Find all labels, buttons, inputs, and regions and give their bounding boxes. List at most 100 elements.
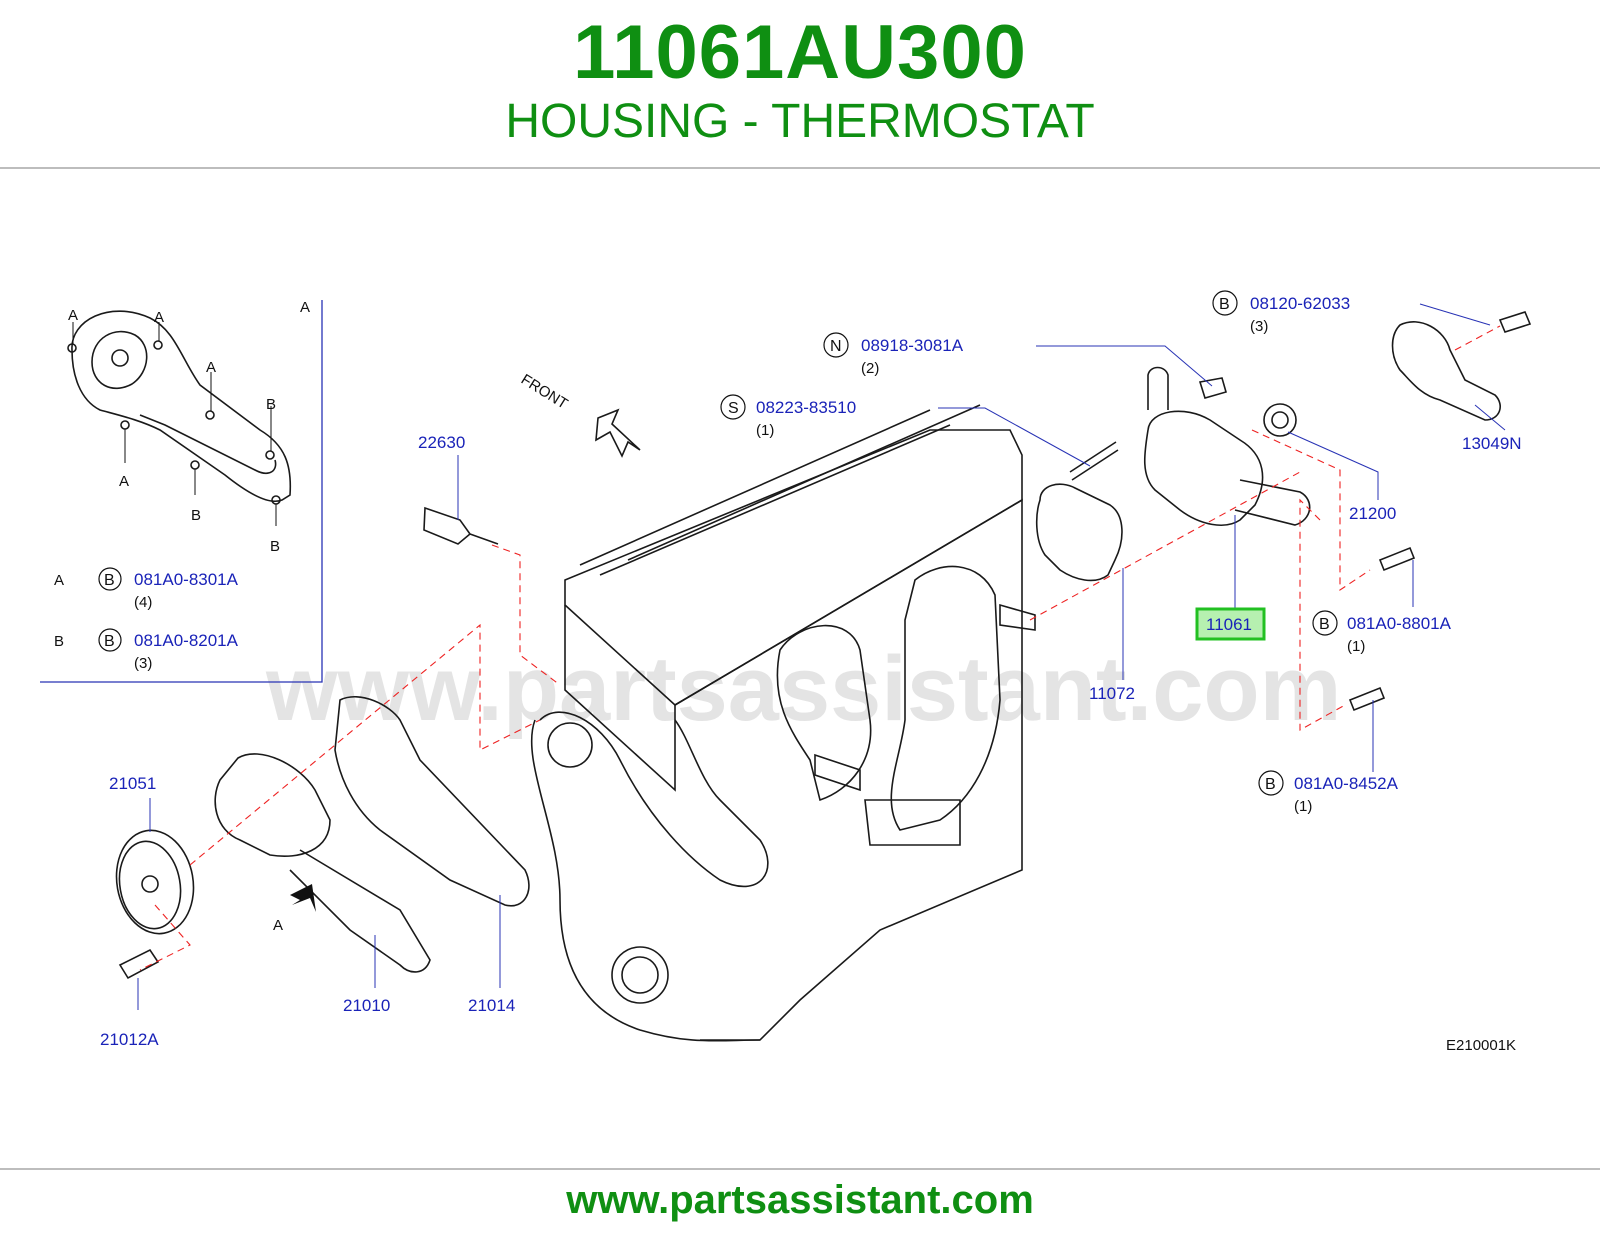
housing-stub-pipe xyxy=(999,603,1036,631)
callout-21012A[interactable]: 21012A xyxy=(100,1030,159,1049)
bolt-081A0-8452A xyxy=(1348,686,1386,712)
inset-point-label: B xyxy=(191,507,201,524)
pump-pulley-face xyxy=(118,840,182,930)
timing-cover-rim xyxy=(539,711,769,888)
pump-pulley-outer xyxy=(115,829,195,935)
inset-pump-hub xyxy=(91,330,148,389)
engine-block xyxy=(530,404,1036,1042)
pump-gasket xyxy=(334,695,530,907)
callout-08918[interactable]: N 08918-3081A (2) xyxy=(823,332,964,377)
crank-seal-outer xyxy=(611,946,669,1004)
callout-leader-lines xyxy=(137,303,1506,1010)
legend-part-number[interactable]: 081A0-8301A xyxy=(134,570,239,589)
bolt-081A0-8801A xyxy=(1378,546,1416,572)
front-label: FRONT xyxy=(518,371,571,413)
legend-symbol: B xyxy=(104,633,115,650)
callout-symbol-circle xyxy=(823,332,849,358)
callout-qty: (1) xyxy=(756,422,774,439)
inset-point-label: A xyxy=(68,307,78,324)
highlighted-part-label[interactable]: 11061 xyxy=(1206,615,1252,634)
callout-symbol: B xyxy=(1219,296,1230,313)
front-direction-indicator: FRONT xyxy=(518,371,641,458)
callout-part-number[interactable]: 08918-3081A xyxy=(861,336,964,355)
part-name-subtitle: HOUSING - THERMOSTAT xyxy=(505,95,1095,148)
inset-point-label: B xyxy=(270,538,280,555)
callout-21051[interactable]: 21051 xyxy=(109,774,156,793)
inset-point-label: B xyxy=(266,396,276,413)
callout-symbol: B xyxy=(1265,776,1276,793)
callout-part-number[interactable]: 081A0-8801A xyxy=(1347,614,1452,633)
assembly-alignment-lines xyxy=(139,325,1501,971)
legend-part-number[interactable]: 081A0-8201A xyxy=(134,631,239,650)
callout-part-number[interactable]: 08120-62033 xyxy=(1250,294,1350,313)
callout-21014[interactable]: 21014 xyxy=(468,996,515,1015)
watermark-text: www.partsassistant.com xyxy=(265,638,1341,740)
callout-22630[interactable]: 22630 xyxy=(418,433,465,452)
block-side xyxy=(674,498,1023,1041)
coolant-stub xyxy=(814,753,861,792)
legend-symbol-circle xyxy=(98,567,122,591)
thermostat-housing-11061 xyxy=(1143,410,1264,526)
view-a-arrow-label: A xyxy=(273,917,283,934)
cam-seal-hole xyxy=(547,722,593,768)
crank-seal-inner xyxy=(621,956,659,994)
legend-symbol: B xyxy=(104,572,115,589)
footer-divider xyxy=(0,1168,1600,1170)
legend-qty: (3) xyxy=(134,655,152,672)
inset-detail-a: A A A A A B B B A B 081A0-8301A xyxy=(40,299,323,683)
legend-key: A xyxy=(54,572,64,589)
callout-13049N[interactable]: 13049N xyxy=(1462,434,1522,453)
bolt-08120 xyxy=(1498,311,1532,333)
pump-pulley-bolt xyxy=(118,948,160,980)
page-header: 11061AU300 HOUSING - THERMOSTAT xyxy=(0,0,1600,170)
view-a-arrow-icon xyxy=(290,884,316,912)
callout-symbol-circle xyxy=(1212,290,1238,316)
legend-qty: (4) xyxy=(134,594,152,611)
footer-url[interactable]: www.partsassistant.com xyxy=(566,1178,1034,1222)
callout-part-number[interactable]: 081A0-8452A xyxy=(1294,774,1399,793)
diagram-code: E210001K xyxy=(1446,1037,1516,1054)
manifold-flange xyxy=(864,799,961,846)
cover-ribs xyxy=(579,404,981,576)
thermostat-21200-core xyxy=(1271,411,1289,429)
sensor-22630 xyxy=(423,506,499,545)
callout-symbol: B xyxy=(1319,616,1330,633)
inset-legend-row-b: B B 081A0-8201A (3) xyxy=(54,628,239,672)
callout-symbol-circle xyxy=(1258,770,1284,796)
inset-point-label: A xyxy=(119,473,129,490)
callout-21200[interactable]: 21200 xyxy=(1349,504,1396,523)
inset-point-label: A xyxy=(206,359,216,376)
inset-legend-row-a: A B 081A0-8301A (4) xyxy=(54,567,239,611)
inset-bolt-holes xyxy=(67,340,281,505)
callout-08223[interactable]: S 08223-83510 (1) xyxy=(720,394,856,439)
water-pump-assembly: A xyxy=(115,695,530,980)
inset-pump-body xyxy=(71,310,292,502)
callout-21010[interactable]: 21010 xyxy=(343,996,390,1015)
callout-11072[interactable]: 11072 xyxy=(1089,684,1135,703)
callout-8801[interactable]: B 081A0-8801A (1) xyxy=(1312,610,1452,655)
legend-key: B xyxy=(54,633,64,650)
legend-symbol-circle xyxy=(98,628,122,652)
inset-pump-center xyxy=(111,349,129,367)
pump-pulley-hub xyxy=(141,875,159,893)
inset-point-label: A xyxy=(154,309,164,326)
water-outlet-13049N xyxy=(1391,321,1501,421)
intake-port-1 xyxy=(776,624,872,802)
callout-qty: (3) xyxy=(1250,318,1268,335)
callout-8452[interactable]: B 081A0-8452A (1) xyxy=(1258,770,1399,815)
part-number-title: 11061AU300 xyxy=(573,10,1027,95)
inset-corner-label: A xyxy=(300,299,310,316)
callout-qty: (1) xyxy=(1347,638,1365,655)
pump-arm xyxy=(289,849,431,973)
intake-port-2 xyxy=(890,565,1001,831)
housing-gasket-11072 xyxy=(1035,483,1123,582)
housing-bleed-pipe xyxy=(1147,366,1169,410)
callout-08120[interactable]: B 08120-62033 (3) xyxy=(1212,290,1350,335)
header-divider xyxy=(0,167,1600,169)
highlighted-part-11061[interactable]: 11061 xyxy=(1195,607,1266,641)
highlight-box xyxy=(1195,607,1266,641)
callout-part-number[interactable]: 08223-83510 xyxy=(756,398,856,417)
callout-symbol: S xyxy=(728,400,739,417)
stud-bolt-08223 xyxy=(1069,441,1119,481)
